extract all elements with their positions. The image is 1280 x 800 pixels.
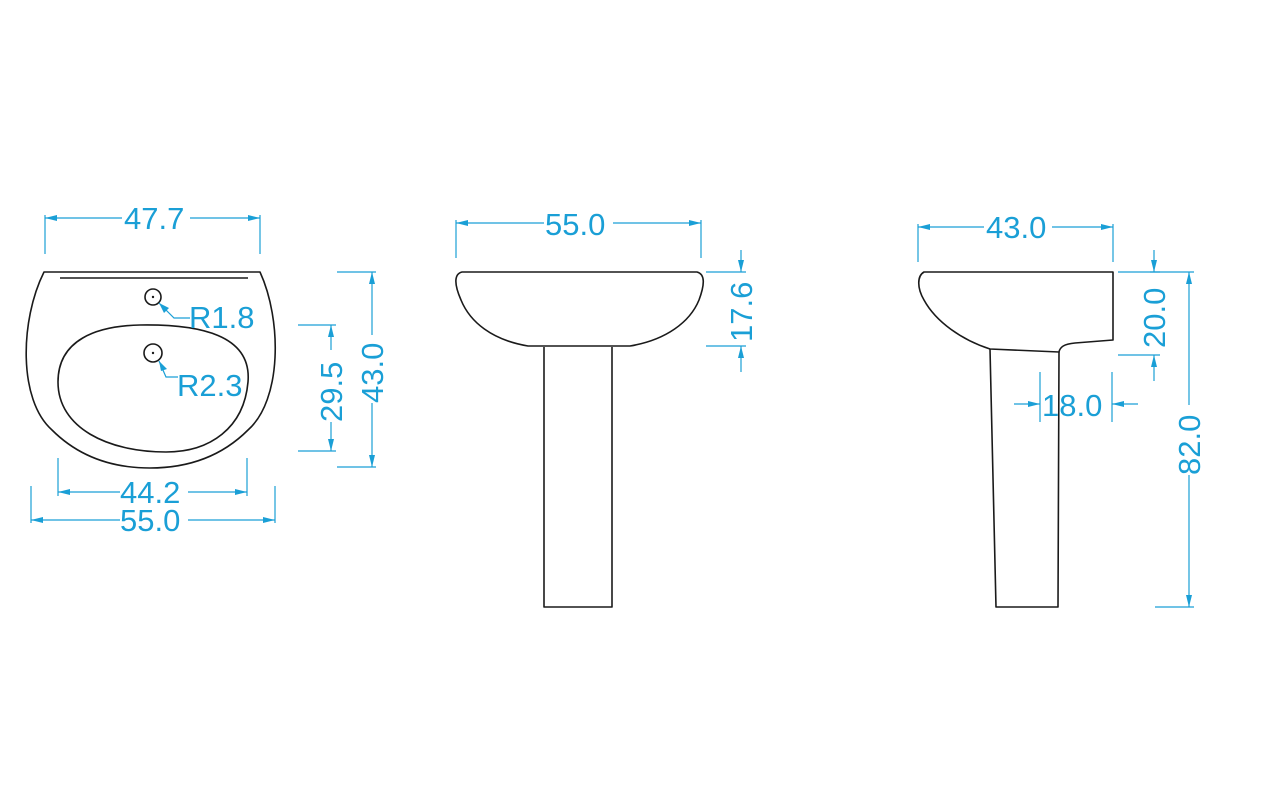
dim-label-55-0-top: 55.0	[120, 503, 180, 538]
dim-top-width: 47.7	[44, 201, 261, 254]
dim-tap-radius: R1.8	[158, 300, 254, 335]
dim-bowl-width: 44.2	[57, 458, 248, 510]
dim-label-47-7: 47.7	[124, 201, 184, 236]
dim-side-depth: 43.0	[917, 210, 1114, 262]
dim-label-82-0: 82.0	[1172, 415, 1207, 475]
front-view-basin-outline	[455, 271, 705, 347]
dim-label-43-0-top: 43.0	[355, 343, 390, 403]
tap-hole	[144, 288, 162, 306]
top-view-basin-outline	[25, 271, 277, 469]
front-view: 55.0 17.6	[455, 207, 759, 608]
dim-label-r1-8: R1.8	[189, 300, 254, 335]
dim-label-18-0: 18.0	[1042, 388, 1102, 423]
waste-hole	[143, 343, 163, 363]
dim-front-basin-height: 17.6	[706, 250, 759, 372]
dim-label-r2-3: R2.3	[177, 368, 242, 403]
dim-side-basin-height: 20.0	[1118, 250, 1172, 381]
side-view: 43.0 20.0 18.0	[917, 210, 1207, 608]
dim-overall-height: 82.0	[1150, 271, 1207, 608]
tap-hole-center	[151, 295, 155, 299]
dim-waste-radius: R2.3	[158, 360, 242, 403]
dim-label-55-0-front: 55.0	[545, 207, 605, 242]
dim-label-44-2: 44.2	[120, 475, 180, 510]
side-view-pedestal	[989, 348, 1060, 608]
top-view-bowl-outline	[57, 324, 249, 453]
dim-top-depth: 43.0	[337, 271, 390, 468]
top-view: 47.7 R1.8 R2.3 29.5	[25, 201, 390, 538]
dim-top-overall-width: 55.0	[30, 486, 276, 538]
dim-label-17-6: 17.6	[724, 282, 759, 342]
dim-label-20-0: 20.0	[1137, 288, 1172, 348]
side-view-basin-outline	[917, 271, 1114, 353]
dim-label-43-0-side: 43.0	[986, 210, 1046, 245]
waste-hole-center	[151, 351, 155, 355]
front-view-pedestal	[543, 347, 613, 608]
dim-label-29-5: 29.5	[314, 362, 349, 422]
dim-bowl-depth: 29.5	[298, 324, 349, 452]
dim-pedestal-offset: 18.0	[1014, 372, 1138, 423]
dim-front-width: 55.0	[455, 207, 702, 258]
